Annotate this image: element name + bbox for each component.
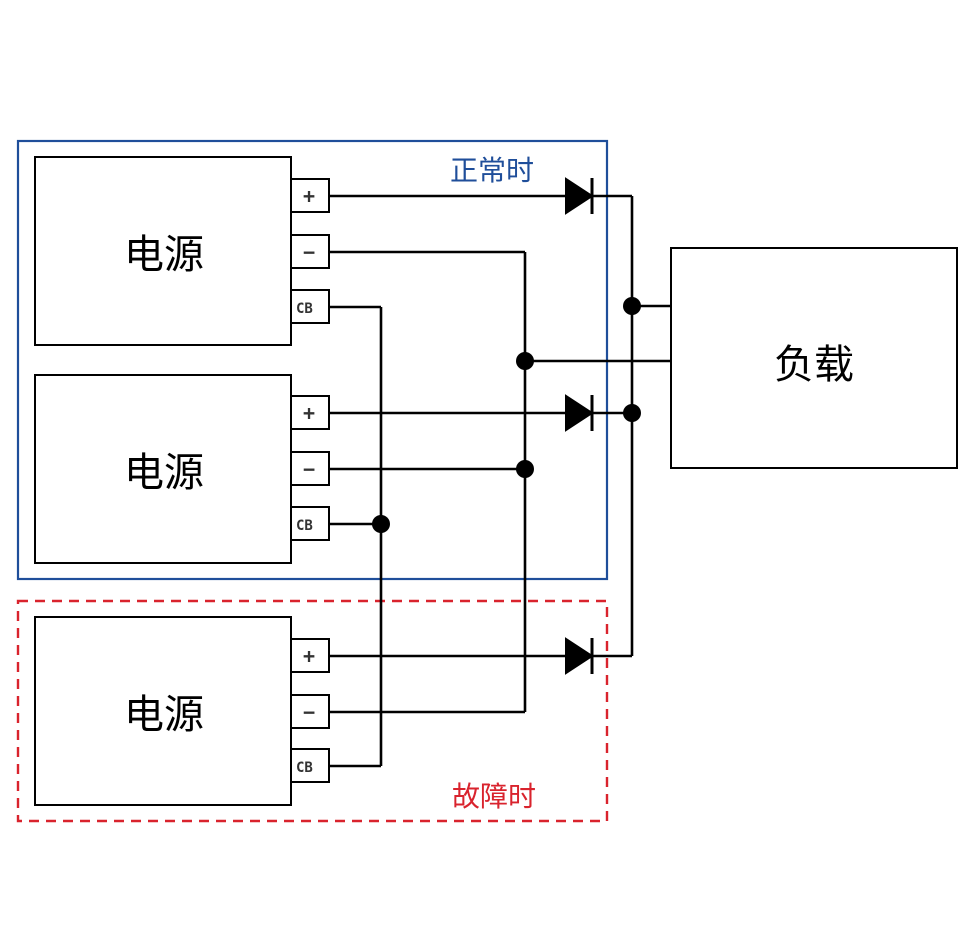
- diode-2: [565, 394, 594, 432]
- plus-terminal-label: +: [303, 644, 315, 668]
- power-supply-1: 电源 + − CB: [34, 156, 330, 346]
- plus-terminal-label: +: [303, 184, 315, 208]
- power-supply-label: 电源: [124, 232, 204, 278]
- junction-dot: [516, 460, 534, 478]
- cb-terminal-label: CB: [296, 301, 313, 317]
- power-supply-2: 电源 + − CB: [34, 374, 330, 564]
- minus-terminal-label: −: [303, 700, 315, 724]
- junction-dot: [516, 352, 534, 370]
- fault-label: 故障时: [452, 780, 536, 813]
- power-supply-label: 电源: [124, 692, 204, 738]
- minus-terminal: [290, 234, 330, 269]
- plus-terminal-label: +: [303, 401, 315, 425]
- plus-terminal: [290, 178, 330, 213]
- minus-terminal-label: −: [303, 240, 315, 264]
- fault-frame: [16, 599, 609, 823]
- plus-terminal: [290, 638, 330, 673]
- cb-terminal: [290, 506, 330, 541]
- minus-terminal: [290, 451, 330, 486]
- minus-terminal-label: −: [303, 457, 315, 481]
- cb-terminal: [290, 748, 330, 783]
- diode-1: [565, 177, 594, 215]
- normal-label: 正常时: [450, 154, 534, 187]
- cb-terminal-label: CB: [296, 760, 313, 776]
- load-box: 负载: [670, 247, 958, 469]
- cb-terminal: [290, 289, 330, 324]
- junction-dot: [372, 515, 390, 533]
- load-label: 负载: [774, 342, 854, 388]
- plus-terminal: [290, 395, 330, 430]
- power-supply-label: 电源: [124, 450, 204, 496]
- power-supply-3: 电源 + − CB: [34, 616, 330, 806]
- junction-dot: [623, 404, 641, 422]
- minus-terminal: [290, 694, 330, 729]
- cb-terminal-label: CB: [296, 518, 313, 534]
- diode-3: [565, 637, 594, 675]
- wires: [329, 194, 671, 768]
- junction-dot: [623, 297, 641, 315]
